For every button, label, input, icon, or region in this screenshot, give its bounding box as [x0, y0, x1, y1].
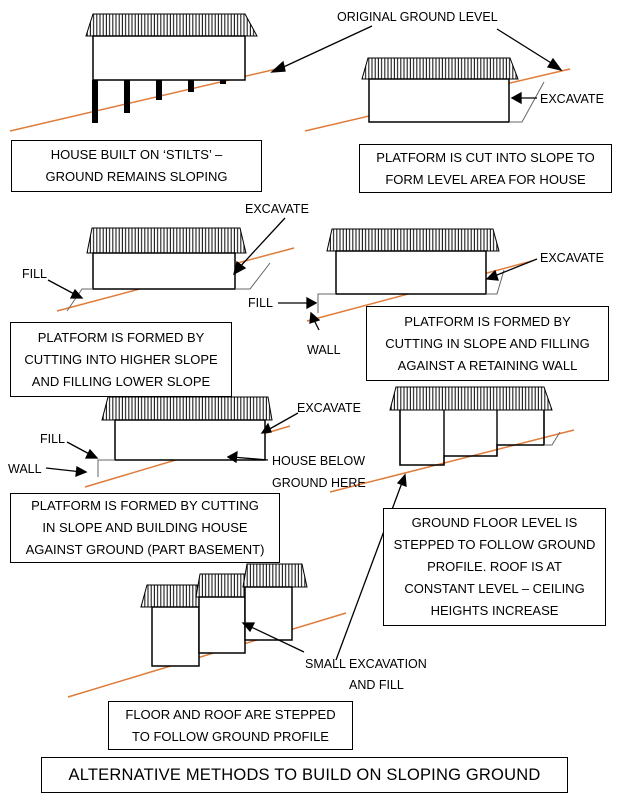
stepped-floor-house [329, 386, 575, 493]
label-wall: WALL [8, 462, 42, 476]
arrow [265, 412, 299, 432]
arrowhead [510, 91, 522, 105]
label-fill: FILL [248, 296, 274, 310]
excavation-outline [544, 431, 561, 446]
roof [389, 386, 553, 411]
arrow [496, 28, 557, 67]
arrowhead [233, 260, 247, 276]
house-body [92, 252, 236, 290]
caption-cut-fill: PLATFORM IS FORMED BY CUTTING INTO HIGHE… [10, 322, 232, 397]
label-original-ground-level: ORIGINAL GROUND LEVEL [337, 10, 498, 24]
arrowhead [270, 60, 286, 73]
arrowhead [306, 296, 318, 310]
label-fill: FILL [22, 267, 48, 281]
figure-title: ALTERNATIVE METHODS TO BUILD ON SLOPING … [41, 757, 568, 793]
stilt [220, 80, 226, 84]
arrowhead [309, 311, 321, 324]
ground-line [67, 612, 347, 698]
house-body [335, 250, 487, 295]
stilt [156, 80, 162, 100]
caption-cut-platform: PLATFORM IS CUT INTO SLOPE TO FORM LEVEL… [359, 144, 612, 193]
arrowhead [226, 450, 238, 464]
roof [326, 228, 500, 252]
house-body [399, 410, 545, 466]
house-body [92, 35, 246, 81]
house-section [151, 606, 200, 667]
caption-stilts: HOUSE BUILT ON ‘STILTS’ – GROUND REMAINS… [11, 140, 262, 192]
label-ground-here: GROUND HERE [272, 476, 366, 490]
stilt [92, 80, 98, 123]
house-body [368, 78, 510, 123]
arrow [231, 456, 269, 461]
arrowhead [260, 422, 272, 434]
arrowhead [69, 288, 84, 299]
label-and-fill: AND FILL [349, 678, 404, 692]
label-fill: FILL [40, 432, 66, 446]
stilt [188, 80, 194, 92]
arrowhead [396, 473, 407, 487]
roof [361, 57, 519, 80]
roof [195, 573, 249, 598]
fill-outline [317, 293, 336, 313]
house-body [114, 419, 266, 461]
roof [242, 563, 308, 588]
wall-outline [97, 459, 115, 477]
roof [86, 227, 247, 254]
arrowhead [75, 465, 88, 478]
roof [140, 584, 202, 608]
arrowhead [485, 269, 499, 281]
caption-stepped-floor: GROUND FLOOR LEVEL IS STEPPED TO FOLLOW … [383, 508, 606, 626]
arrow [491, 258, 538, 278]
house-section [244, 586, 293, 641]
part-basement-house [84, 396, 291, 488]
label-small-excavation: SMALL EXCAVATION [305, 657, 427, 671]
caption-part-basement: PLATFORM IS FORMED BY CUTTING IN SLOPE A… [10, 493, 280, 563]
fill-outline [66, 288, 93, 312]
excavation-outline [486, 269, 505, 295]
arrow [276, 25, 373, 71]
label-wall: WALL [307, 343, 341, 357]
arrowhead [241, 622, 256, 633]
stepped-floor-roof-house [67, 563, 347, 698]
caption-stepped-both: FLOOR AND ROOF ARE STEPPED TO FOLLOW GRO… [108, 701, 353, 750]
label-excavate: EXCAVATE [540, 251, 604, 265]
house-on-stilts [9, 13, 286, 132]
label-excavate: EXCAVATE [297, 401, 361, 415]
caption-retaining-wall: PLATFORM IS FORMED BY CUTTING IN SLOPE A… [366, 306, 609, 381]
arrow [246, 624, 305, 653]
label-excavate: EXCAVATE [245, 202, 309, 216]
excavation-outline [509, 81, 545, 123]
label-excavate: EXCAVATE [540, 92, 604, 106]
arrow [236, 217, 286, 271]
cut-platform-house [304, 57, 571, 132]
arrowhead [546, 57, 563, 72]
stilt [124, 80, 130, 113]
house-section [198, 596, 246, 654]
roof [101, 396, 273, 421]
arrowhead [84, 448, 99, 459]
ground-line [329, 429, 575, 493]
excavation-outline [235, 262, 271, 290]
label-house-below: HOUSE BELOW [272, 454, 366, 468]
roof [85, 13, 258, 37]
cut-and-fill-house [56, 227, 295, 312]
